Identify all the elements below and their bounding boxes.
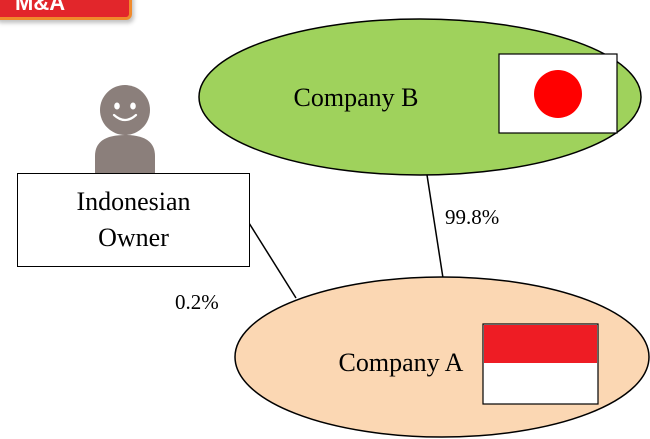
indonesia-flag-icon bbox=[482, 323, 599, 405]
connector-owner-to-company-a bbox=[248, 222, 297, 299]
connector-company-b-to-a bbox=[426, 174, 444, 279]
ownership-owner-to-a: 0.2% bbox=[175, 290, 219, 314]
ownership-b-to-a: 99.8% bbox=[445, 205, 500, 229]
person-icon bbox=[95, 85, 155, 174]
ma-badge: M&A bbox=[0, 0, 132, 20]
japan-flag-icon bbox=[498, 53, 618, 134]
indonesian-owner-node: Indonesian Owner bbox=[17, 173, 250, 267]
company-a-label: Company A bbox=[339, 348, 464, 377]
owner-label-line2: Owner bbox=[98, 223, 169, 252]
owner-label-line1: Indonesian bbox=[76, 187, 191, 216]
company-b-label: Company B bbox=[294, 83, 419, 112]
ma-badge-label: M&A bbox=[15, 0, 66, 15]
